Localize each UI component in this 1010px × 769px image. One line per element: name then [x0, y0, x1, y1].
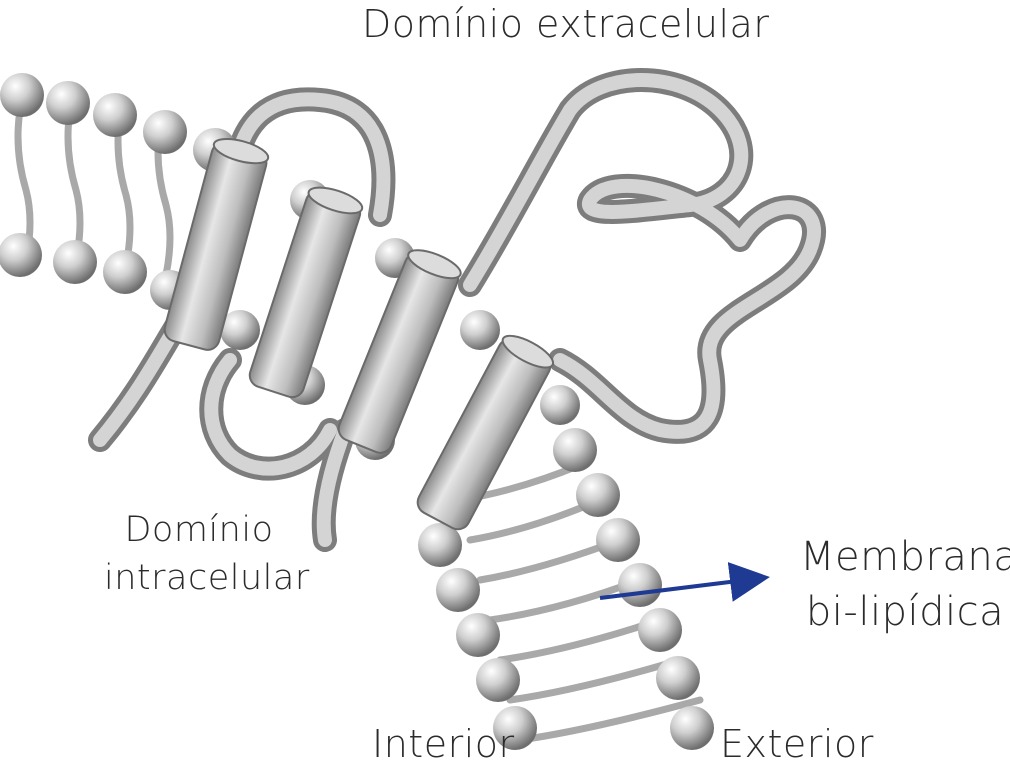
intracellular-domain-label: Domínio intracelular	[104, 506, 294, 602]
interior-label: Interior	[372, 722, 515, 766]
membrane-label-line2: bi-lipídica	[800, 585, 1010, 640]
membrane-label-line1: Membrana	[800, 530, 1010, 585]
exterior-label: Exterior	[720, 722, 874, 766]
extracellular-domain-label: Domínio extracelular	[362, 2, 769, 46]
intracellular-label-line2: intracelular	[104, 554, 294, 602]
intracellular-label-line1: Domínio	[104, 506, 294, 554]
membrane-label: Membrana bi-lipídica	[800, 530, 1010, 640]
